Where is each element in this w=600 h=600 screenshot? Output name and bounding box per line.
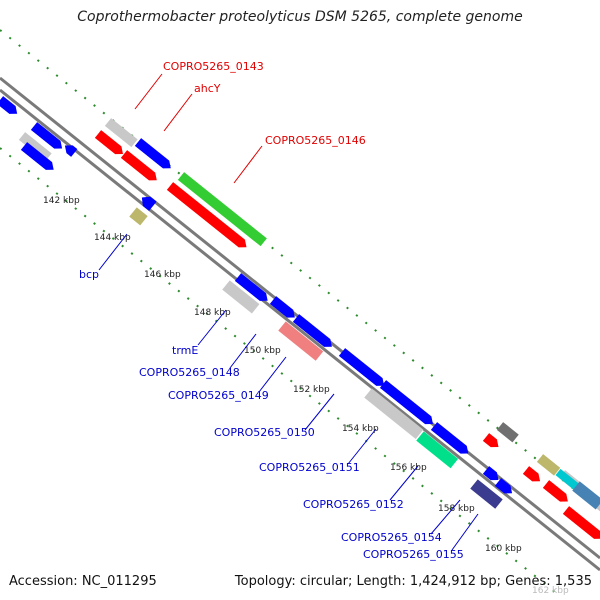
leader-line-blue (229, 333, 257, 369)
inner-tick-dots (0, 147, 561, 597)
leader-line-blue (197, 309, 227, 346)
gene-box[interactable] (129, 207, 148, 226)
kbp-tick-label: 152 kbp (293, 385, 330, 395)
kbp-tick-label: 160 kbp (485, 544, 522, 554)
gene-arrow[interactable] (430, 422, 472, 457)
outer-tick-dots (0, 29, 600, 511)
gene-box[interactable] (555, 468, 581, 492)
kbp-tick-label: 142 kbp (43, 196, 80, 206)
gene-box[interactable] (536, 454, 561, 476)
leader-line-red (134, 73, 163, 110)
gene-arrow[interactable] (292, 314, 335, 351)
gene-arrow[interactable] (134, 138, 174, 172)
map-title: Coprothermobacter proteolyticus DSM 5265… (77, 9, 523, 25)
gene-label-ahcy[interactable]: ahcY (194, 82, 221, 95)
gene-box[interactable] (416, 431, 459, 469)
gene-arrow[interactable] (0, 96, 20, 118)
leader-line-red (163, 93, 193, 132)
gene-arrow[interactable] (234, 273, 271, 305)
gene-track-inner (18, 130, 600, 543)
kbp-tick-label: 148 kbp (194, 308, 231, 318)
gene-label-copro5265-0149[interactable]: COPRO5265_0149 (168, 389, 269, 402)
kbp-tick-label: 150 kbp (244, 346, 281, 356)
gene-arrow[interactable] (562, 506, 600, 543)
gene-box[interactable] (364, 388, 424, 439)
leader-line-blue (430, 499, 461, 535)
gene-arrow[interactable] (269, 296, 298, 321)
gene-label-bcp[interactable]: bcp (79, 268, 99, 281)
gene-label-copro5265-0150[interactable]: COPRO5265_0150 (214, 426, 315, 439)
kbp-tick-label: 154 kbp (342, 424, 379, 434)
outer-tick-ring (0, 29, 600, 511)
gene-arrow[interactable] (62, 142, 78, 157)
gene-arrow[interactable] (166, 182, 250, 251)
gene-label-copro5265-0155[interactable]: COPRO5265_0155 (363, 548, 464, 561)
gene-box[interactable] (470, 479, 503, 509)
leader-line-blue (304, 393, 335, 431)
gene-box[interactable] (104, 118, 138, 148)
gene-arrow[interactable] (30, 122, 65, 152)
gene-arrow[interactable] (522, 466, 543, 485)
gene-arrow[interactable] (138, 193, 157, 211)
topology-text: Topology: circular; Length: 1,424,912 bp… (234, 574, 592, 589)
gene-arrow[interactable] (482, 433, 502, 451)
leader-line-blue (389, 465, 419, 501)
gene-arrow[interactable] (494, 478, 515, 497)
gene-label-copro5265-0146[interactable]: COPRO5265_0146 (265, 134, 366, 147)
gene-box[interactable] (572, 481, 600, 510)
gene-box[interactable] (496, 422, 519, 443)
kbp-tick-label: 146 kbp (144, 270, 181, 280)
gene-arrow[interactable] (379, 380, 436, 428)
inner-tick-ring (0, 147, 561, 597)
leader-line-blue (451, 513, 479, 551)
gene-label-trme[interactable]: trmE (172, 344, 198, 357)
gene-arrow[interactable] (482, 466, 502, 484)
kbp-tick-labels: 142 kbp 144 kbp 146 kbp 148 kbp 150 kbp … (43, 196, 569, 596)
leader-line-red (233, 145, 263, 184)
gene-box[interactable] (177, 172, 267, 247)
leader-line-blue (98, 233, 128, 271)
gene-arrow[interactable] (20, 142, 57, 174)
gene-box[interactable] (278, 321, 324, 361)
backbone-line-inner (0, 88, 600, 572)
gene-arrow[interactable] (94, 130, 126, 158)
gene-arrow[interactable] (120, 150, 160, 184)
gene-box[interactable] (222, 280, 260, 314)
gene-label-copro5265-0148[interactable]: COPRO5265_0148 (139, 366, 240, 379)
gene-label-copro5265-0152[interactable]: COPRO5265_0152 (303, 498, 404, 511)
label-leader-lines (98, 73, 479, 551)
gene-track-outer (0, 96, 600, 515)
leader-line-blue (347, 428, 377, 465)
gene-labels: COPRO5265_0143 ahcY COPRO5265_0146 bcp t… (79, 60, 464, 561)
gene-box[interactable] (18, 132, 52, 162)
leader-line-blue (258, 356, 287, 393)
kbp-tick-label: 144 kbp (94, 233, 131, 243)
kbp-tick-label: 156 kbp (390, 463, 427, 473)
gene-arrow[interactable] (542, 480, 571, 505)
gene-arrow[interactable] (338, 348, 387, 390)
gene-label-copro5265-0154[interactable]: COPRO5265_0154 (341, 531, 442, 544)
accession-text: Accession: NC_011295 (9, 574, 157, 589)
gene-label-copro5265-0151[interactable]: COPRO5265_0151 (259, 461, 360, 474)
kbp-tick-label: 158 kbp (438, 504, 475, 514)
kbp-tick-label: 162 kbp (532, 586, 569, 596)
gene-label-copro5265-0143[interactable]: COPRO5265_0143 (163, 60, 264, 73)
